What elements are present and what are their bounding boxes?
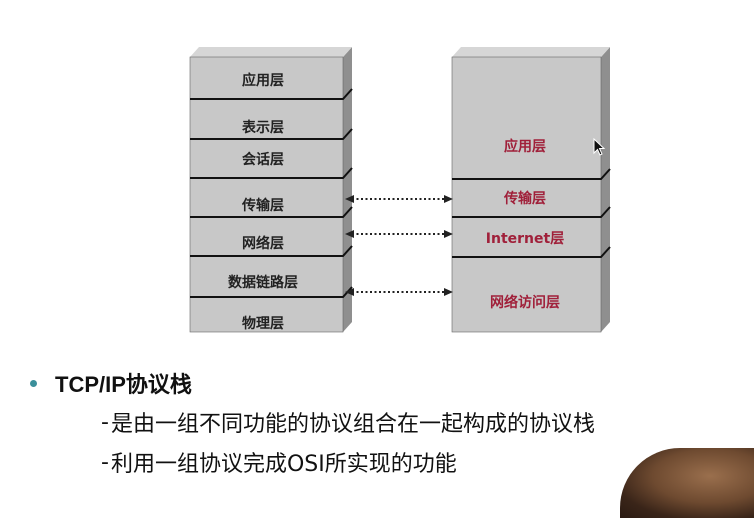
arrow-transport	[345, 195, 453, 203]
osi-layer-label: 会话层	[242, 151, 284, 168]
arrow-network	[345, 230, 453, 238]
sub-item-text: 是由一组不同功能的协议组合在一起构成的协议栈	[110, 412, 595, 437]
tcpip-stack-front	[451, 56, 602, 333]
bullet-title: TCP/IP协议栈	[55, 372, 192, 397]
layer-divider	[190, 167, 353, 179]
tcpip-layer-label: 传输层	[503, 190, 546, 207]
layer-divider	[452, 168, 611, 180]
osi-layer-label: 数据链路层	[228, 274, 298, 291]
layer-divider	[190, 245, 353, 257]
tcpip-stack-side	[601, 47, 610, 332]
tcpip-stack-top	[452, 47, 610, 57]
bullet-item: TCP/IP协议栈	[30, 364, 730, 402]
osi-stack-front	[189, 56, 344, 333]
layer-divider	[190, 128, 353, 140]
bullet-dot-icon	[30, 379, 37, 387]
osi-layer-label: 物理层	[242, 315, 284, 332]
osi-layer-label: 网络层	[242, 235, 284, 252]
sub-item-2: - 利用一组协议完成OSI所实现的功能	[30, 442, 730, 482]
layer-divider	[190, 88, 353, 100]
sub-item-dash: -	[101, 449, 109, 475]
bullet-section: TCP/IP协议栈 - 是由一组不同功能的协议组合在一起构成的协议栈 - 利用一…	[30, 364, 730, 482]
layer-divider	[452, 246, 611, 258]
osi-layer-label: 表示层	[241, 119, 284, 136]
osi-stack-top	[190, 47, 352, 57]
arrow-datalink	[345, 288, 453, 296]
sub-item-text: 利用一组协议完成OSI所实现的功能	[110, 452, 457, 477]
layer-divider	[452, 206, 611, 218]
sub-item-1: - 是由一组不同功能的协议组合在一起构成的协议栈	[30, 402, 730, 442]
correspondence-arrows	[345, 195, 453, 296]
sub-item-dash: -	[101, 409, 109, 435]
osi-stack-side	[343, 47, 352, 332]
tcpip-layer-label: 应用层	[504, 138, 546, 155]
tcpip-layer-label: Internet层	[486, 231, 564, 247]
tcpip-layer-label: 网络访问层	[490, 294, 560, 311]
mouse-cursor-icon	[593, 138, 606, 156]
layer-divider	[190, 206, 353, 218]
osi-layer-label: 应用层	[242, 72, 284, 89]
osi-layer-label: 传输层	[241, 197, 284, 214]
